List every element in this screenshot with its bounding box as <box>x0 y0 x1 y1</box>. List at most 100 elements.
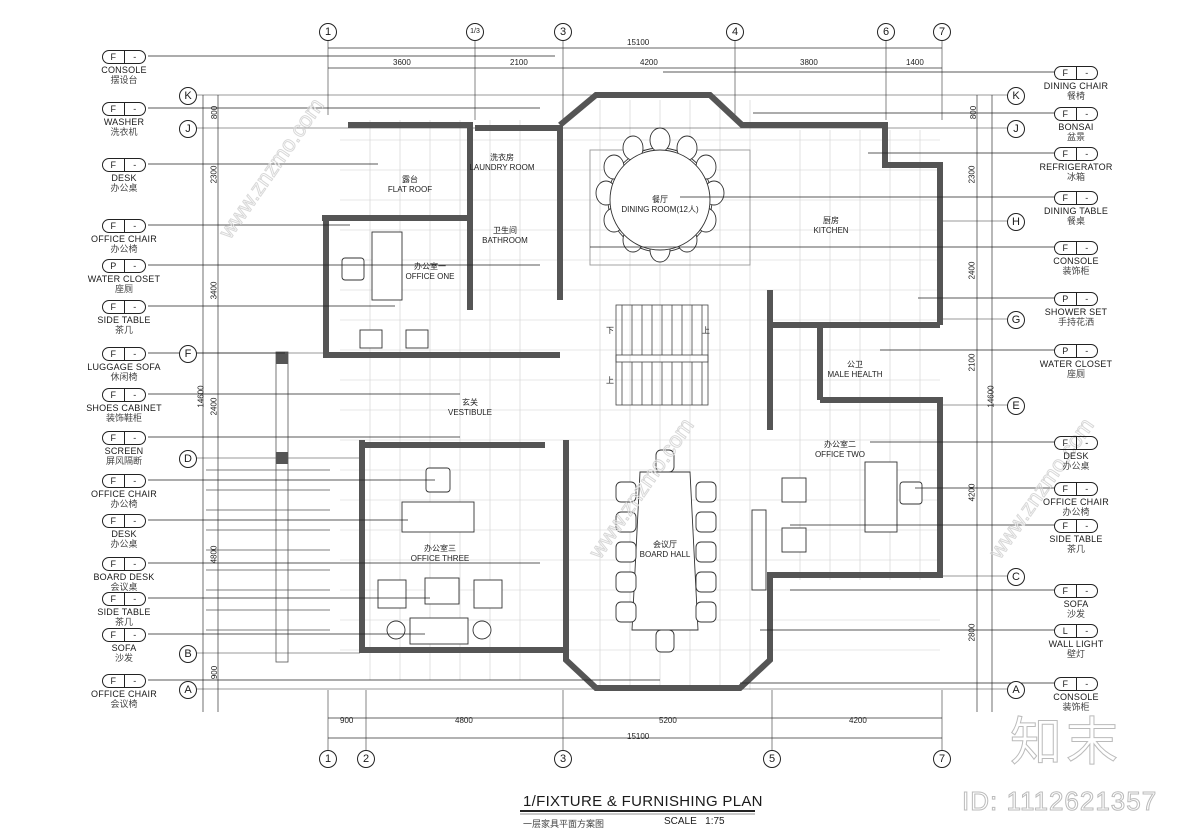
board-table-set <box>615 449 767 653</box>
column-marker <box>276 452 288 464</box>
dimension-lines <box>202 47 993 739</box>
grid-bubble-top: 7 <box>933 23 951 41</box>
dim-bottom: 5200 <box>659 716 677 725</box>
grid-bubble-bottom: 7 <box>933 750 951 768</box>
grid-bubble-left: B <box>179 645 197 663</box>
grid-bubble-left: D <box>179 450 197 468</box>
grid-bubble-bottom: 3 <box>554 750 572 768</box>
grid-bubble-right: J <box>1007 120 1025 138</box>
dim-right: 2100 <box>967 353 977 372</box>
entrance-steps <box>206 351 330 663</box>
office-one-furniture <box>341 231 429 349</box>
drawing-subtitle: 一层家具平面方案图 <box>523 819 605 829</box>
watermark-id: ID: 1112621357 <box>961 786 1158 817</box>
dim-right: 800 <box>969 105 979 120</box>
dim-top-total: 15100 <box>627 38 650 47</box>
grid-bubble-right: C <box>1007 568 1025 586</box>
dim-left: 800 <box>210 105 220 120</box>
grid-bubble-right: H <box>1007 213 1025 231</box>
grid-bubble-left: F <box>179 345 197 363</box>
drawing-title: 1/FIXTURE & FURNISHING PLAN <box>523 793 763 810</box>
dim-left: 2300 <box>209 165 219 184</box>
dim-top: 2100 <box>510 58 528 67</box>
dim-left-total: 14600 <box>196 385 206 408</box>
dim-right: 2400 <box>967 261 977 280</box>
grid-bubble-bottom: 1 <box>319 750 337 768</box>
dim-left: 3400 <box>209 281 219 300</box>
office-two-furniture <box>781 461 923 553</box>
grid-bubble-bottom: 5 <box>763 750 781 768</box>
grid-bubble-left: K <box>179 87 197 105</box>
dim-bottom: 4800 <box>455 716 473 725</box>
grid-bubble-right: E <box>1007 397 1025 415</box>
office-three-furniture <box>377 467 503 645</box>
stair-down-label: 下 <box>606 326 614 335</box>
grid-bubble-left: A <box>179 681 197 699</box>
dim-left: 4800 <box>209 545 219 564</box>
dim-right: 4200 <box>967 483 977 502</box>
staircase <box>615 304 709 406</box>
grid-bubble-top: 4 <box>726 23 744 41</box>
leader-lines <box>148 55 1055 684</box>
dim-bottom-total: 15100 <box>627 732 650 741</box>
dining-table-set <box>589 127 751 266</box>
grid-bubble-left: J <box>179 120 197 138</box>
dim-bottom: 4200 <box>849 716 867 725</box>
grid-bubble-right: K <box>1007 87 1025 105</box>
stair-up-label: 上 <box>606 376 614 385</box>
dim-top: 1400 <box>906 58 924 67</box>
drawing-scale: SCALE 1:75 <box>664 816 725 827</box>
svg-text:www.znzmo.com: www.znzmo.com <box>213 93 329 243</box>
dim-top: 3800 <box>800 58 818 67</box>
dim-right: 2800 <box>967 623 977 642</box>
grid-bubble-top: 6 <box>877 23 895 41</box>
dim-left: 900 <box>210 665 220 680</box>
grid-bubble-bottom: 2 <box>357 750 375 768</box>
dim-right: 2300 <box>967 165 977 184</box>
grid-bubble-top: 1 <box>319 23 337 41</box>
stair-up-label: 上 <box>702 326 710 335</box>
dim-top: 4200 <box>640 58 658 67</box>
grid-bubble-right: A <box>1007 681 1025 699</box>
dim-bottom: 900 <box>340 716 354 725</box>
grid-bubble-right: G <box>1007 311 1025 329</box>
grid-bubble-top: 1/3 <box>466 23 484 41</box>
dim-right-total: 14600 <box>986 385 996 408</box>
